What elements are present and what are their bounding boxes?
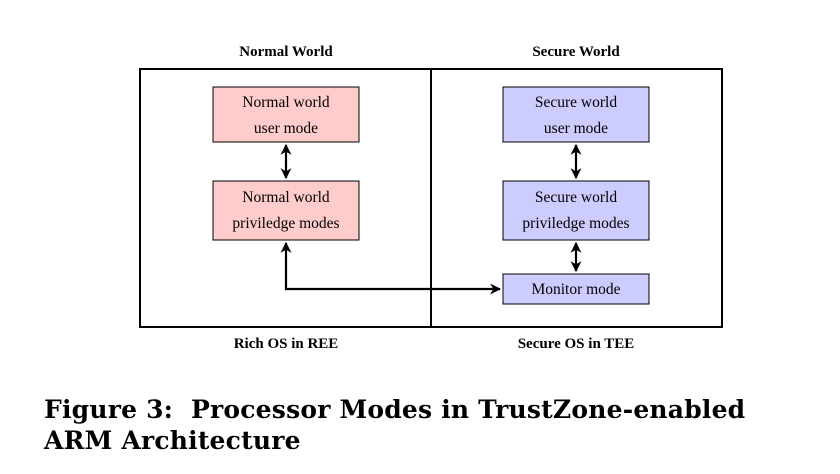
normal-world-footer: Rich OS in REE: [234, 336, 339, 352]
normal-privileged-modes-box: [212, 180, 360, 241]
figure-caption: Figure 3: Processor Modes in TrustZone-e…: [44, 394, 834, 456]
trustzone-diagram: Normal World Secure World Normal world u…: [139, 44, 723, 352]
caption-title-line-1: Processor Modes in TrustZone-enabled: [191, 395, 746, 424]
secure-privileged-modes-line2: priviledge modes: [522, 215, 629, 232]
figure-number: Figure 3:: [44, 395, 174, 424]
normal-privileged-modes-line1: Normal world: [242, 189, 330, 206]
normal-privileged-monitor-arrow: [280, 241, 502, 295]
normal-privileged-modes-line2: priviledge modes: [232, 215, 339, 232]
secure-world-title: Secure World: [532, 44, 620, 60]
monitor-mode-label: Monitor mode: [531, 281, 620, 298]
normal-user-mode-line1: Normal world: [242, 94, 330, 111]
caption-line-2: ARM Architecture: [44, 425, 834, 456]
caption-title-line-2: ARM Architecture: [44, 426, 301, 455]
caption-line-1: Figure 3: Processor Modes in TrustZone-e…: [44, 394, 834, 425]
secure-user-mode-box: [502, 86, 650, 143]
secure-privileged-modes-line1: Secure world: [535, 189, 617, 206]
monitor-mode-box: [502, 273, 650, 305]
secure-user-mode-line1: Secure world: [535, 94, 617, 111]
normal-world-title: Normal World: [239, 44, 333, 60]
secure-world-footer: Secure OS in TEE: [518, 336, 635, 352]
normal-user-mode-box: [212, 86, 360, 143]
secure-privileged-modes-box: [502, 180, 650, 241]
secure-user-mode-line2: user mode: [544, 120, 608, 137]
normal-user-mode-line2: user mode: [254, 120, 318, 137]
